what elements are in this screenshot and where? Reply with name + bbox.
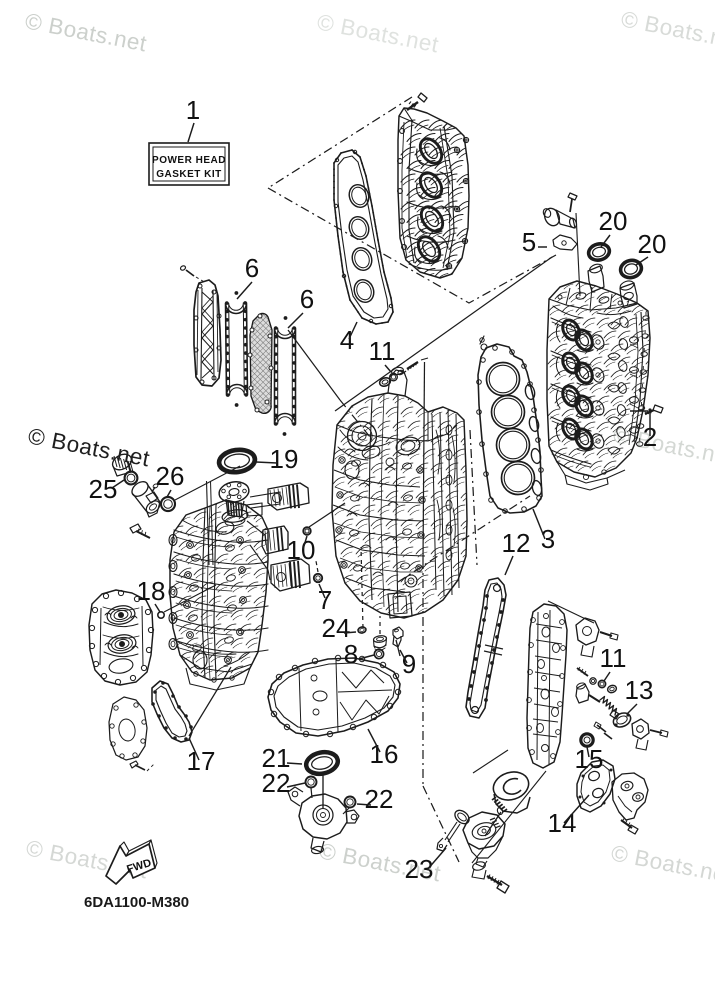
svg-text:18: 18 — [137, 576, 166, 606]
svg-text:15: 15 — [575, 744, 604, 774]
svg-text:1: 1 — [186, 95, 200, 125]
svg-text:POWER HEAD: POWER HEAD — [152, 155, 226, 166]
svg-text:3: 3 — [541, 524, 555, 554]
svg-text:11: 11 — [369, 336, 396, 366]
svg-text:24: 24 — [322, 613, 351, 643]
svg-text:11: 11 — [600, 643, 627, 673]
svg-text:6DA1100-M380: 6DA1100-M380 — [84, 894, 189, 911]
svg-text:12: 12 — [502, 528, 531, 558]
svg-text:13: 13 — [625, 675, 654, 705]
svg-text:16: 16 — [370, 739, 399, 769]
svg-text:2: 2 — [643, 422, 657, 452]
svg-text:21: 21 — [262, 743, 291, 773]
svg-text:19: 19 — [270, 444, 299, 474]
svg-text:9: 9 — [402, 649, 416, 679]
svg-text:8: 8 — [344, 639, 358, 669]
svg-text:7: 7 — [318, 585, 332, 615]
svg-text:23: 23 — [405, 854, 434, 884]
svg-text:4: 4 — [340, 325, 354, 355]
svg-text:5: 5 — [522, 227, 536, 257]
svg-text:20: 20 — [638, 229, 667, 259]
svg-text:14: 14 — [548, 808, 577, 838]
svg-text:6: 6 — [245, 253, 259, 283]
svg-text:22: 22 — [365, 784, 394, 814]
svg-text:20: 20 — [599, 206, 628, 236]
svg-text:GASKET KIT: GASKET KIT — [156, 169, 222, 180]
svg-text:6: 6 — [300, 284, 314, 314]
svg-text:26: 26 — [156, 461, 185, 491]
svg-text:25: 25 — [89, 474, 118, 504]
svg-text:10: 10 — [287, 535, 316, 565]
svg-text:17: 17 — [187, 746, 216, 776]
svg-text:22: 22 — [262, 768, 291, 798]
